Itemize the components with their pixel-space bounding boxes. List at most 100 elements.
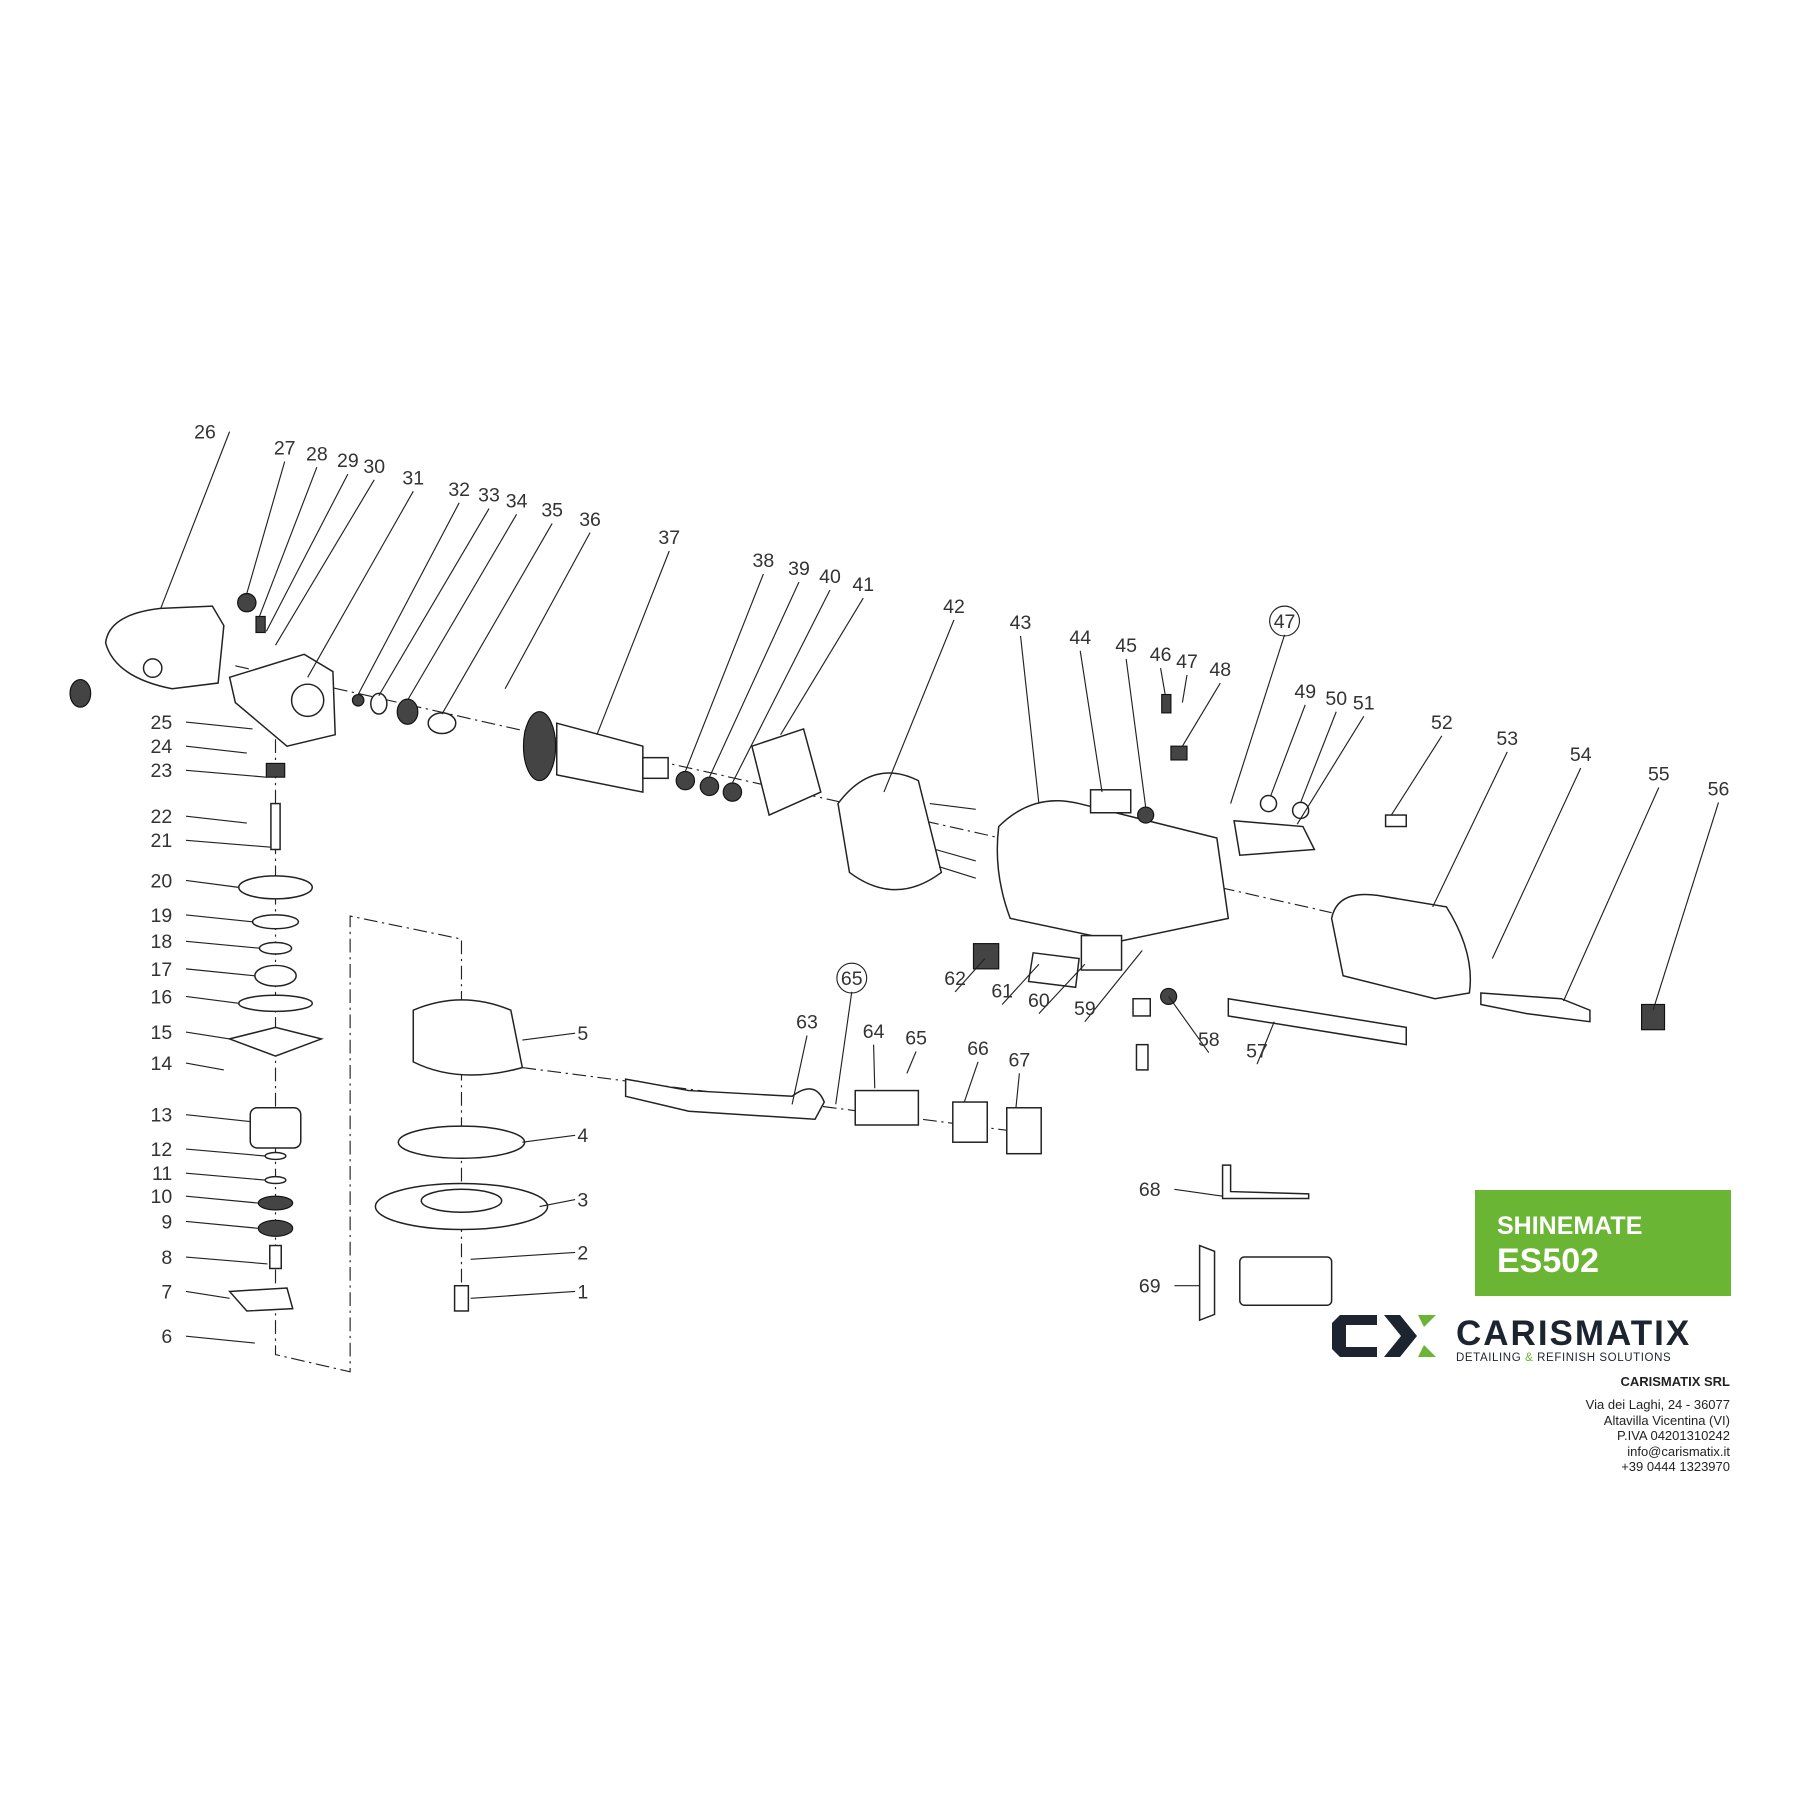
leader-line [1079,650,1103,793]
cx-logo-mark [1332,1315,1436,1357]
part-number-label: 5 [577,1023,588,1045]
leader-line [1562,787,1660,1002]
part-number-label: 45 [1115,635,1137,657]
leader-line [1181,682,1221,747]
leader-line [1296,716,1365,825]
leader-line [1491,767,1582,959]
part-number-label: 55 [1648,764,1670,786]
vat-number: P.IVA 04201310242 [1616,1428,1730,1443]
product-name: SHINEMATE [1497,1212,1643,1240]
part-number-label: 12 [150,1139,172,1161]
part-number-label: 46 [1150,644,1172,666]
part-number-label: 49 [1294,681,1316,703]
leader-line [906,1051,917,1074]
address-line: Altavilla Vicentina (VI) [1603,1412,1730,1428]
leader-line [780,597,864,735]
part-number-label: 60 [1028,990,1050,1012]
part-number-label: 2 [577,1242,588,1264]
leader-line [1230,634,1286,804]
company-name: CARISMATIX SRL [1620,1374,1730,1389]
part-number-label: 31 [402,467,424,489]
part-number-label: 30 [363,456,385,478]
leader-line [954,958,986,993]
leader-line [1300,711,1337,803]
leader-line [185,1290,230,1299]
product-model: ES502 [1497,1242,1600,1280]
part-number-label: 44 [1069,627,1091,649]
part-number-label: 56 [1708,779,1730,801]
part-number-label: 24 [150,736,172,758]
part-number-label: 63 [796,1012,818,1034]
part-number-label: 15 [150,1022,172,1044]
leader-line [522,1032,576,1041]
leader-line [1270,704,1306,796]
leader-line [1390,735,1443,816]
part-number-label: 48 [1209,659,1231,681]
leader-line [504,532,591,690]
leader-line [185,1256,268,1265]
leader-line [185,1172,266,1181]
part-number-label: 29 [337,450,359,472]
part-number-label: 64 [863,1021,885,1043]
hose-parts [624,1078,1042,1155]
part-number-label: 39 [788,558,810,580]
leader-line [1160,668,1166,695]
leader-line [185,721,253,730]
tagline-part: REFINISH SOLUTIONS [1537,1352,1672,1364]
leader-line [470,1290,576,1299]
leader-line [1652,802,1720,1011]
leader-line [160,431,231,609]
leader-line [185,1062,224,1071]
leader-line [1015,1073,1020,1108]
part-number-label: 22 [150,806,172,828]
leader-line [873,1044,876,1089]
part-number-label: 14 [150,1053,172,1075]
part-number-label: 26 [194,422,216,444]
leader-line [596,550,670,735]
leader-line [539,1199,576,1208]
leader-line [407,513,518,701]
brand-name: CARISMATIX [1456,1314,1692,1353]
leader-line [470,1251,576,1260]
leader-line [1125,658,1147,808]
part-number-label: 65 [841,968,863,990]
rear-housing-and-cord [1227,893,1666,1046]
part-number-label: 43 [1010,612,1032,634]
hex-key [1221,1164,1310,1200]
leader-line [1084,950,1143,1023]
part-number-label: 18 [150,931,172,953]
part-number-label: 52 [1431,712,1453,734]
part-number-label: 8 [161,1247,172,1269]
gear-housing-parts [69,592,457,747]
part-number-label: 54 [1570,744,1592,766]
leader-line [791,1035,808,1105]
leader-line [1001,963,1040,1005]
leader-line [684,573,764,772]
armature-part [522,711,822,817]
brand-tagline: DETAILING & REFINISH SOLUTIONS [1456,1352,1671,1364]
leader-line [1174,1188,1223,1197]
leader-line [185,968,255,977]
part-number-label: 66 [967,1038,989,1060]
leader-line [185,879,239,888]
leader-line [275,479,375,646]
part-number-label: 7 [161,1281,172,1303]
part-number-label: 33 [478,485,500,507]
product-badge: SHINEMATE ES502 [1475,1190,1731,1296]
spindle-column-parts [227,762,324,1312]
leader-line [1181,674,1188,703]
part-number-label: 10 [150,1186,172,1208]
leader-line [1019,635,1040,804]
part-number-label: 40 [819,566,841,588]
part-number-label: 38 [753,550,775,572]
part-number-label: 32 [448,479,470,501]
leader-line [1168,996,1210,1054]
company-address: CARISMATIX SRL Via dei Laghi, 24 - 36077… [1586,1374,1730,1475]
part-number-label: 36 [579,509,601,531]
part-number-label: 16 [150,986,172,1008]
tagline-amp: & [1525,1352,1534,1364]
leader-line [522,1134,576,1143]
part-number-label: 62 [944,968,966,990]
